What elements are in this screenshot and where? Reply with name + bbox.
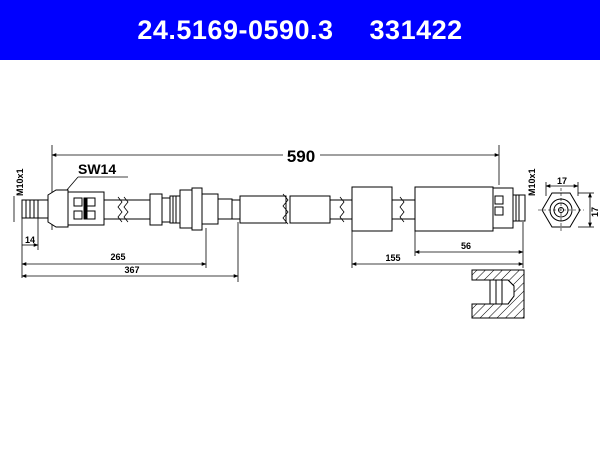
wrench-size-label: SW14 [78,161,116,177]
thread-left-label: M10x1 [15,168,25,196]
dim-155-label: 155 [385,253,400,263]
thread-right-label: M10x1 [527,168,537,196]
overall-length-dimension: 590 [51,145,500,230]
reference-number: 331422 [369,14,463,45]
end-view-width-label: 17 [557,176,567,186]
title-bar: 24.5169-0590.3 331422 [0,0,600,60]
dim-265-label: 265 [110,252,125,262]
end-view-height-label: 17 [590,207,600,217]
overall-length-label: 590 [287,147,315,166]
dim-56-label: 56 [461,241,471,251]
part-number: 24.5169-0590.3 [137,14,334,45]
dim-14-label: 14 [25,235,35,245]
bottom-dimensions [21,218,524,282]
dim-367-label: 367 [124,265,139,275]
end-view [538,182,594,232]
brake-hose [21,186,526,232]
port-section-detail [471,269,525,319]
